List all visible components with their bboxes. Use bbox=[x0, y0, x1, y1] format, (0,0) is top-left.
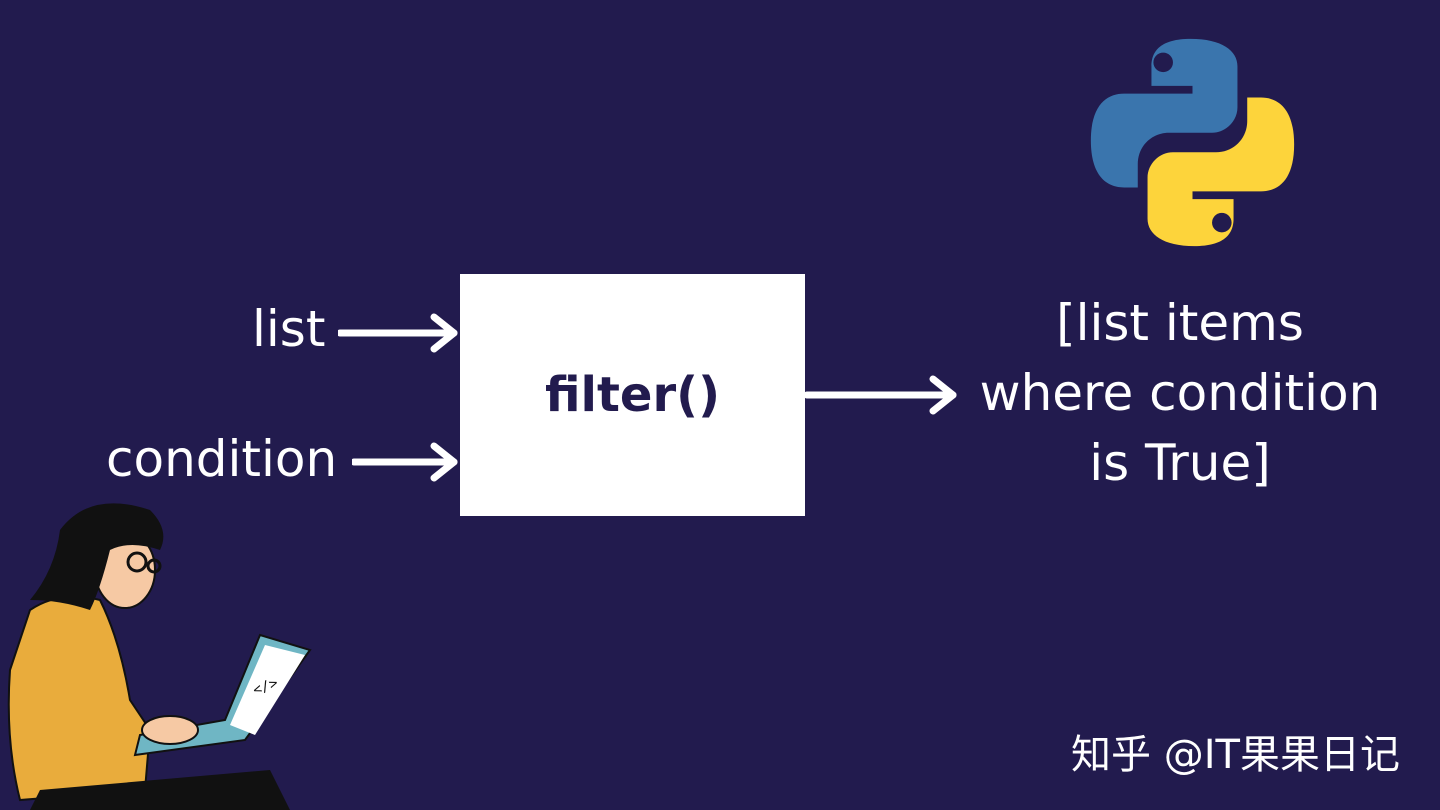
watermark: 知乎 @IT果果日记 bbox=[1071, 732, 1400, 778]
arrow-output-icon bbox=[805, 375, 957, 415]
person-with-laptop-illustration: </> bbox=[7, 503, 312, 810]
output-description: [list items where condition is True] bbox=[960, 288, 1400, 498]
arrow-list-icon bbox=[338, 313, 458, 353]
python-logo-icon bbox=[1090, 38, 1295, 247]
input-label-condition: condition bbox=[106, 430, 338, 488]
output-line-3: is True] bbox=[1089, 434, 1271, 492]
filter-function-box: filter() bbox=[460, 274, 805, 516]
arrow-condition-icon bbox=[352, 442, 458, 482]
input-label-list: list bbox=[252, 300, 326, 358]
output-line-1: [list items bbox=[1056, 294, 1304, 352]
filter-function-label: filter() bbox=[544, 367, 721, 423]
output-line-2: where condition bbox=[979, 364, 1381, 422]
